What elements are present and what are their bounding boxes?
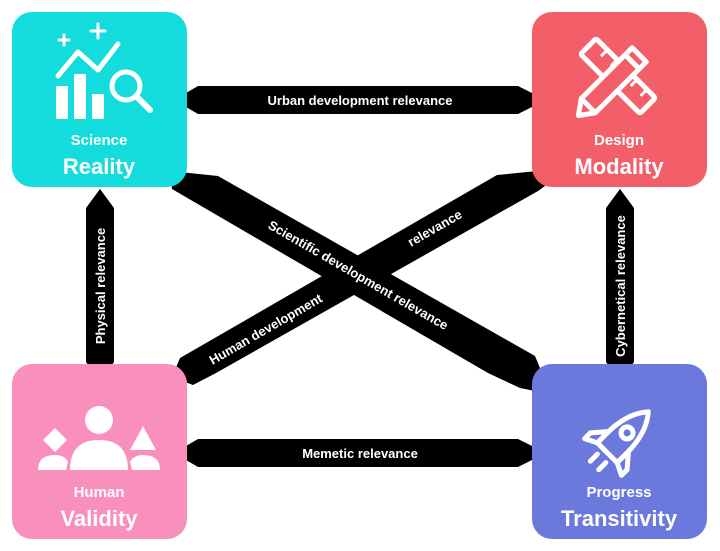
reality-label: Reality <box>63 154 136 179</box>
progress-label: Progress <box>586 484 651 501</box>
memetic-relevance-label: Memetic relevance <box>302 446 418 461</box>
human-validity-node: Human Validity <box>12 364 187 539</box>
science-label: Science <box>71 132 128 149</box>
physical-relevance-arrow <box>86 189 114 383</box>
pencil-ruler-icon <box>575 36 658 119</box>
transitivity-label: Transitivity <box>561 506 678 531</box>
urban-relevance-label: Urban development relevance <box>268 93 453 108</box>
memetic-relevance-arrow <box>174 439 546 467</box>
cybernetical-relevance-arrow <box>606 189 634 383</box>
progress-transitivity-node: Progress Transitivity <box>532 364 707 539</box>
science-reality-node: Science Reality <box>12 12 187 187</box>
design-label: Design <box>594 132 644 149</box>
validity-label: Validity <box>60 506 138 531</box>
human-label: Human <box>74 484 125 501</box>
design-modality-node: Design Modality <box>532 12 707 187</box>
urban-relevance-arrow <box>174 86 546 114</box>
human-development-arrow <box>172 170 548 385</box>
cybernetical-relevance-label: Cybernetical relevance <box>613 215 628 357</box>
rocket-icon <box>582 409 651 478</box>
people-shapes-icon <box>38 406 160 470</box>
modality-label: Modality <box>574 154 664 179</box>
physical-relevance-label: Physical relevance <box>93 228 108 344</box>
human-development-label: Human development <box>207 290 326 367</box>
chart-search-icon <box>55 22 153 119</box>
